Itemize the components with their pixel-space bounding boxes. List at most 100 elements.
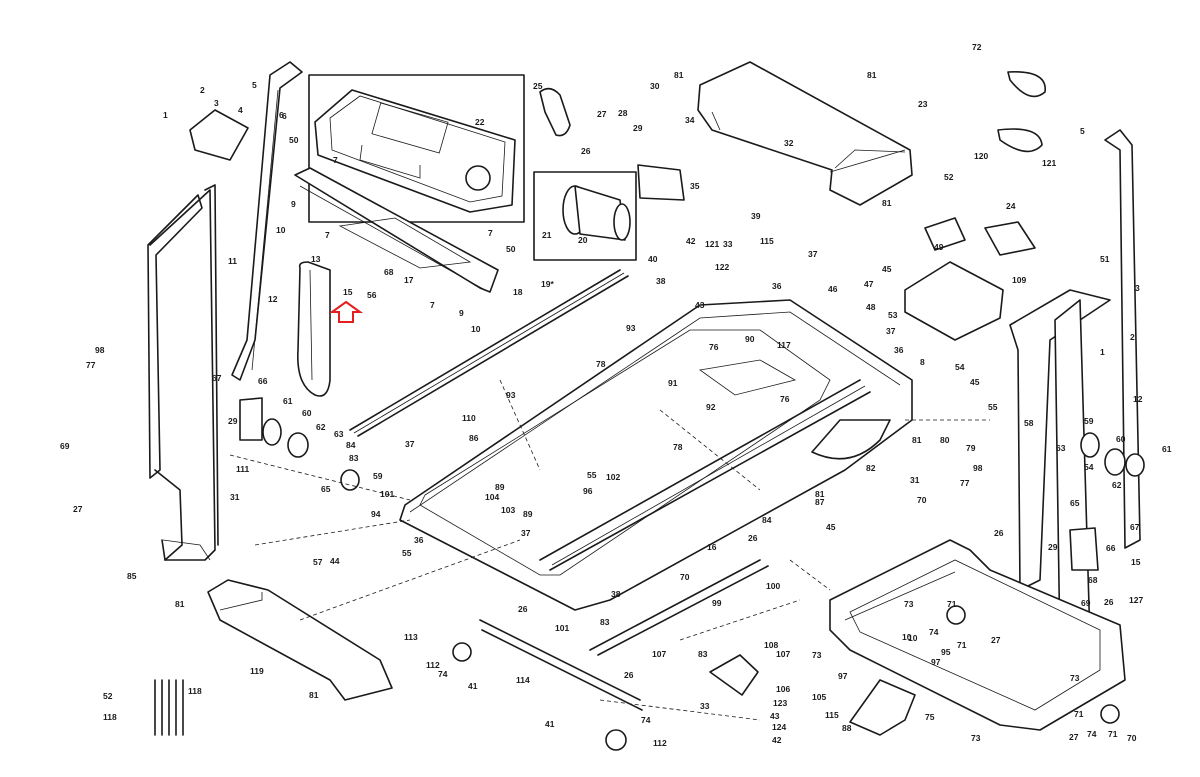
part-number-label: 78 [596,359,606,369]
part-number-label: 67 [212,373,222,383]
part-number-label: 70 [1127,733,1137,743]
part-number-label: 23 [918,99,928,109]
guide-lines [229,379,990,721]
part-number-label: 74 [1087,729,1097,739]
part-number-label: 25 [533,81,543,91]
part-number-label: 106 [776,684,790,694]
part-number-label: 97 [931,657,941,667]
part-number-label: 101 [380,489,394,499]
incline-axle [452,559,769,751]
part-number-label: 52 [944,172,954,182]
console-inset [308,74,525,223]
part-number-label: 121 [1042,158,1056,168]
part-number-label: 28 [618,108,628,118]
part-number-label: 82 [866,463,876,473]
part-number-label: 127 [1129,595,1143,605]
part-number-label: 97 [838,671,848,681]
part-number-label: 30 [650,81,660,91]
part-number-label: 18 [513,287,523,297]
part-number-label: 123 [773,698,787,708]
part-number-label: 37 [521,528,531,538]
part-number-label: 39 [751,211,761,221]
part-number-label: 41 [545,719,555,729]
part-number-label: 1 [1100,347,1105,357]
part-number-label: 10 [471,324,481,334]
part-number-label: 69 [1081,598,1091,608]
part-number-label: 69 [60,441,70,451]
part-number-label: 33 [723,239,733,249]
part-number-label: 7 [430,300,435,310]
part-number-label: 76 [709,342,719,352]
part-number-label: 36 [772,281,782,291]
part-number-label: 98 [973,463,983,473]
part-number-label: 81 [674,70,684,80]
part-number-label: 51 [1100,254,1110,264]
part-number-label: 29 [228,416,238,426]
part-number-label: 66 [258,376,268,386]
part-number-label: 101 [555,623,569,633]
part-number-label: 45 [970,377,980,387]
part-number-label: 73 [971,733,981,743]
part-number-label: 17 [404,275,414,285]
part-number-label: 7 [333,155,338,165]
motor-hood [697,61,913,206]
part-number-label: 34 [685,115,695,125]
part-number-label: 50 [506,244,516,254]
part-number-label: 81 [815,489,825,499]
part-number-label: 74 [929,627,939,637]
part-number-label: 96 [583,486,593,496]
part-number-label: 5 [252,80,257,90]
part-number-label: 53 [888,310,898,320]
part-number-label: 89 [495,482,505,492]
part-number-label: 43 [770,711,780,721]
part-number-label: 48 [866,302,876,312]
part-number-label: 3 [1135,283,1140,293]
part-number-label: 76 [780,394,790,404]
crossbar [294,167,499,293]
part-number-label: 78 [673,442,683,452]
part-number-label: 120 [974,151,988,161]
part-number-label: 37 [886,326,896,336]
part-number-label: 26 [1104,597,1114,607]
part-number-label: 109 [1012,275,1026,285]
part-number-label: 3 [214,98,219,108]
part-number-label: 100 [766,581,780,591]
bracket-35 [637,164,685,201]
part-number-label: 20 [578,235,588,245]
part-number-label: 2 [1130,332,1135,342]
part-number-label: 15 [343,287,353,297]
part-number-label: 110 [462,413,476,423]
part-number-label: 107 [776,649,790,659]
belt-13 [297,261,331,397]
part-number-label: 84 [346,440,356,450]
part-number-label: 27 [597,109,607,119]
part-number-label: 21 [542,230,552,240]
part-number-label: 12 [268,294,278,304]
part-number-label: 86 [469,433,479,443]
part-number-label: 98 [95,345,105,355]
right-roller-parts [1069,432,1145,571]
part-number-label: 77 [86,360,96,370]
part-number-label: 117 [777,340,791,350]
part-number-label: 103 [501,505,515,515]
part-number-label: 121 [705,239,719,249]
part-number-label: 37 [808,249,818,259]
part-number-label: 111 [236,464,250,474]
part-number-label: 67 [1130,522,1140,532]
left-upright-assembly [147,61,303,561]
belt-25 [539,87,571,137]
part-number-label: 61 [1162,444,1172,454]
part-number-label: 55 [988,402,998,412]
right-upright-assembly [1009,129,1141,651]
part-number-label: 89 [523,509,533,519]
part-number-label: 81 [309,690,319,700]
part-number-label: 75 [925,712,935,722]
part-number-label: 107 [652,649,666,659]
part-number-label: 102 [606,472,620,482]
part-number-label: 119 [250,666,264,676]
part-number-label: 65 [321,484,331,494]
part-number-label: 83 [349,453,359,463]
part-number-label: 74 [438,669,448,679]
